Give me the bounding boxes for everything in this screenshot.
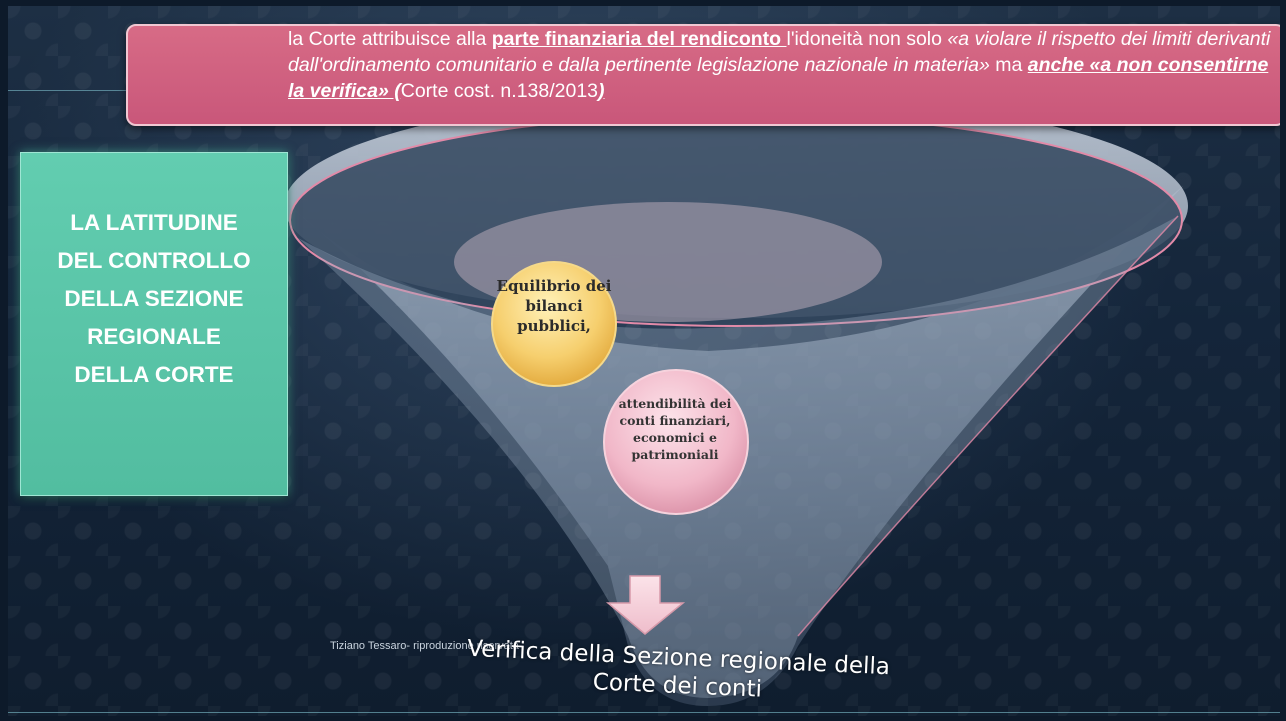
banner-part-7: ) — [598, 80, 605, 102]
quote-banner — [126, 24, 1280, 126]
banner-part-6: Corte cost. n.138/2013 — [400, 80, 599, 102]
funnel-edge-right — [797, 215, 1179, 637]
divider-line-left — [8, 90, 128, 91]
side-title: LA LATITUDINE DEL CONTROLLO DELLA SEZION… — [57, 210, 251, 387]
bubble-equilibrio — [491, 261, 617, 387]
divider-line-bottom — [8, 712, 1280, 713]
side-title-box: LA LATITUDINE DEL CONTROLLO DELLA SEZION… — [20, 152, 288, 496]
slide: LA LATITUDINE DEL CONTROLLO DELLA SEZION… — [8, 6, 1280, 716]
down-arrow-icon — [605, 575, 686, 635]
banner-part-2: l'idoneità non solo — [786, 28, 948, 50]
bubble-attendibilita — [603, 369, 749, 515]
footer-copyright: Tiziano Tessaro- riproduzione riservata — [330, 640, 519, 652]
banner-part-1: parte finanziaria del rendiconto — [491, 28, 787, 50]
banner-part-0: la Corte attribuisce alla — [288, 28, 492, 50]
quote-banner-text: la Corte attribuisce alla parte finanzia… — [288, 26, 1278, 104]
banner-part-5: anche «a non consentirne la verifica» ( — [288, 54, 1269, 102]
funnel-graphic — [284, 94, 1188, 706]
bubble-attendibilita-text: attendibilità dei conti finanziari, econ… — [618, 396, 732, 462]
banner-part-3: «a violare il rispetto dei limiti deriva… — [288, 28, 1271, 76]
banner-part-4: ma — [989, 54, 1028, 76]
bubble-equilibrio-text: Equilibrio dei bilanci pubblici, — [496, 277, 612, 335]
